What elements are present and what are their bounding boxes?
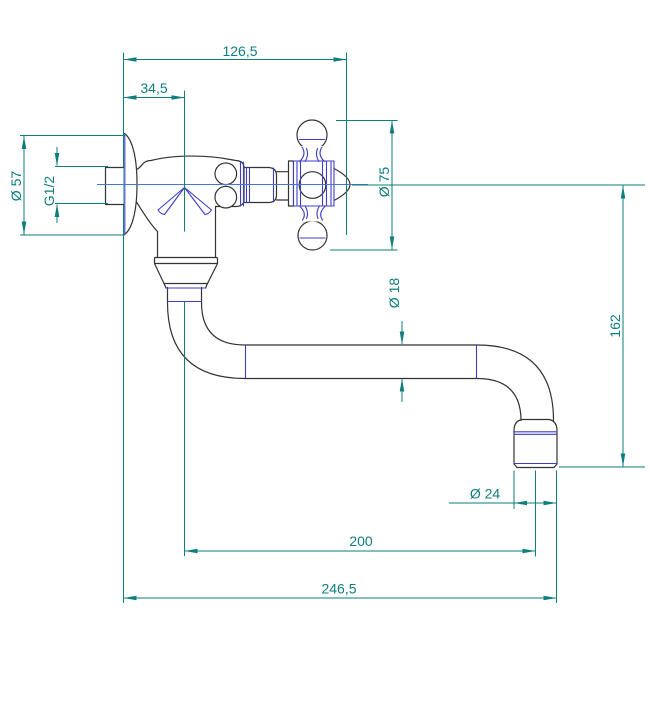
arrowhead-left [184,548,198,554]
dimension-label: 246,5 [321,581,356,597]
dimension-label: 162 [607,314,623,338]
dimension-label: 126,5 [222,43,257,59]
dimension-label: G1/2 [41,176,57,207]
dim-wall-to-handle-front: 126,5 [123,43,347,62]
arrowhead-up [21,136,27,149]
handle-bottom-ball [297,220,328,251]
arrowhead-left [123,595,137,601]
arrowhead-right [333,57,347,62]
valve-detail-circle-upper [214,162,238,186]
arrowhead-right [543,595,557,601]
arrowhead-down [21,221,27,235]
handle-top-ball [296,119,328,151]
arrowhead-down [620,453,626,467]
arrowhead-down [389,236,395,250]
dim-spout-reach: 200 [184,533,536,554]
faucet-fill-shapes [105,133,557,468]
arrowhead-down [399,331,405,345]
arrowhead-down [54,153,60,166]
dim-overall-reach: 246,5 [123,581,557,601]
dimension-label: Ø 57 [8,171,24,202]
dimension-label: 34,5 [140,80,167,96]
arrowhead-left [123,57,137,62]
dim-handle-diameter: Ø 75 [376,120,395,250]
arrowhead-right [522,548,536,554]
dim-outlet-diameter: Ø 24 [449,486,557,506]
dim-flange-diameter: Ø 57 [8,136,27,235]
arrowhead-up [399,378,405,392]
arrowhead-up [54,204,60,217]
dim-inlet-thread: G1/2 [41,147,60,223]
faucet-outline [104,119,558,469]
dim-axis-to-outlet-height: 162 [607,185,626,467]
valve-detail-circle-lower [214,185,238,209]
coupling-band [153,256,219,265]
dimension-label: 200 [349,533,373,549]
arrowhead-right [171,95,185,100]
dimensions: 126,5 34,5 Ø 57 G1/2 Ø 75 [8,43,626,601]
arrowhead-right [543,500,557,506]
arrowhead-left [123,95,137,100]
extension-lines [20,52,645,603]
arrowhead-left [514,500,527,506]
arrowhead-up [389,120,395,134]
dimension-label: Ø 75 [376,167,392,198]
dim-spout-tube-diameter: Ø 18 [386,278,405,402]
dimension-label: Ø 24 [470,486,501,502]
arrowhead-up [620,185,626,199]
dimension-label: Ø 18 [386,278,402,309]
dim-wall-to-valve-axis: 34,5 [123,80,185,100]
